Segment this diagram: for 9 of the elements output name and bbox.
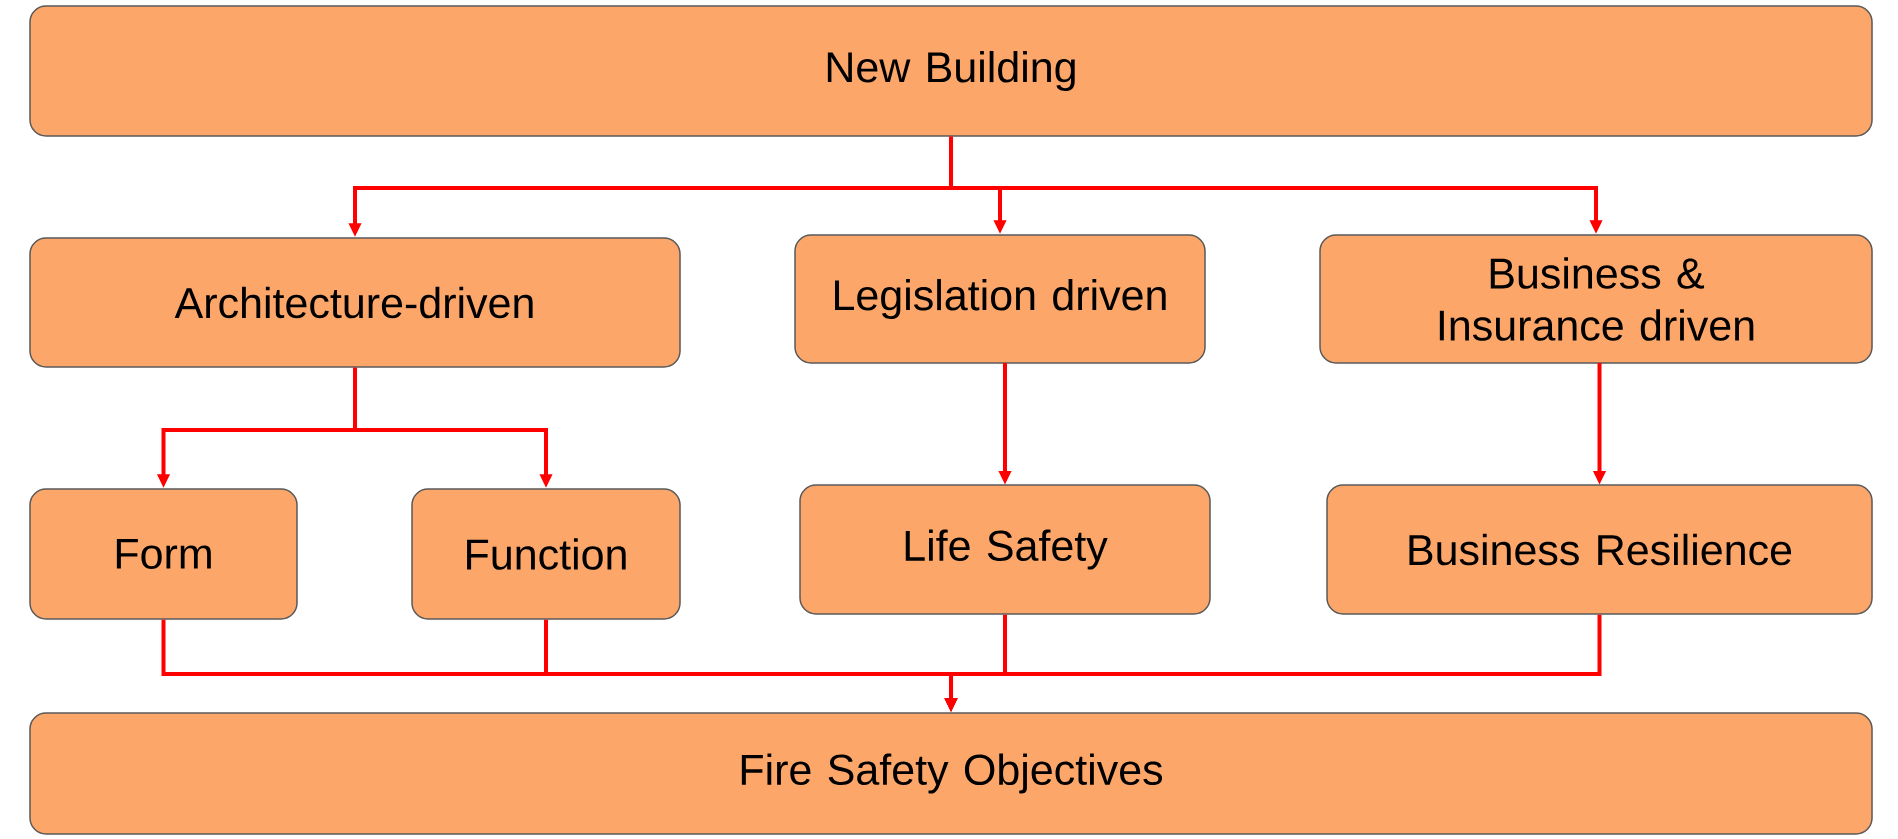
- process-box: Fire Safety Objectives: [29, 712, 1873, 835]
- process-box: Architecture-driven: [29, 237, 681, 368]
- process-box: Function: [411, 488, 681, 620]
- process-box: Business Resilience: [1326, 484, 1873, 615]
- process-box: Life Safety: [799, 484, 1211, 615]
- process-box: Legislation driven: [794, 234, 1206, 364]
- process-box: Business & Insurance driven: [1319, 234, 1873, 364]
- process-box: Form: [29, 488, 298, 620]
- process-box: New Building: [29, 5, 1873, 137]
